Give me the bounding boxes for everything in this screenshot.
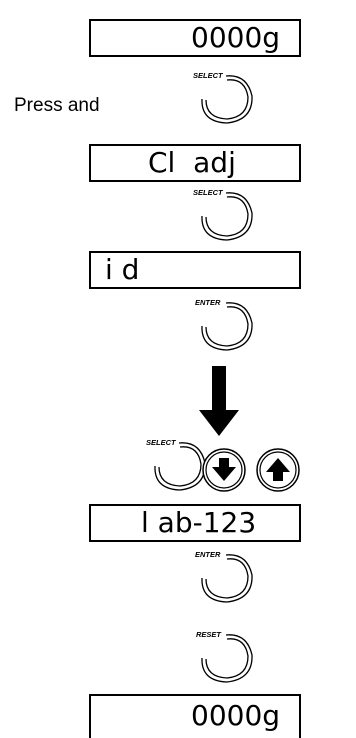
display-cal-adjust: Cl adj [89, 144, 301, 182]
display-id: i d [89, 251, 301, 289]
enter-button[interactable]: ENTER [193, 293, 263, 353]
display-weight-final: 0000g [89, 694, 301, 738]
enter-button[interactable]: ENTER [193, 545, 263, 605]
display-text: i d [105, 253, 140, 286]
display-lab-id: l ab-123 [89, 504, 301, 542]
display-text: 0000g [191, 21, 281, 54]
enter-button-label: ENTER [195, 550, 221, 559]
down-arrow-button[interactable] [201, 447, 247, 498]
arrow-down-icon [202, 448, 246, 492]
arrow-up-icon [256, 448, 300, 492]
up-arrow-button[interactable] [255, 447, 301, 498]
display-text: 0000g [191, 699, 281, 732]
select-button-label: SELECT [146, 438, 177, 447]
reset-button-label: RESET [196, 630, 222, 639]
display-text: l ab-123 [141, 506, 257, 539]
flow-arrow-down-icon [199, 366, 239, 443]
select-button[interactable]: SELECT [193, 66, 263, 126]
select-button[interactable]: SELECT [193, 183, 263, 243]
display-text: Cl adj [148, 146, 236, 179]
select-button[interactable]: SELECT [146, 433, 216, 493]
enter-button-label: ENTER [195, 298, 221, 307]
display-weight-initial: 0000g [89, 19, 301, 57]
reset-button[interactable]: RESET [193, 625, 263, 685]
press-and-label: Press and [14, 95, 100, 116]
select-button-label: SELECT [193, 188, 224, 197]
select-button-label: SELECT [193, 71, 224, 80]
